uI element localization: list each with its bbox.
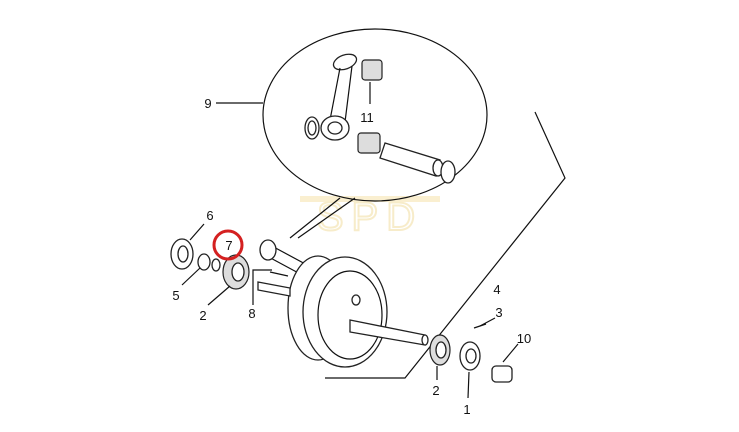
crankshaft-assembly	[257, 239, 429, 368]
callout-8: 8	[248, 306, 255, 321]
callout-4: 4	[493, 282, 500, 297]
callout-6: 6	[206, 208, 213, 223]
highlight-ring	[212, 229, 244, 261]
svg-text:SPD: SPD	[317, 195, 423, 239]
callout-10: 10	[517, 331, 531, 346]
assembly-bracket-line	[325, 111, 566, 379]
leader-lines	[181, 102, 519, 399]
callout-7[interactable]: 7	[225, 238, 232, 253]
bush-part	[491, 365, 513, 383]
callout-2-right: 2	[432, 383, 439, 398]
callout-5: 5	[172, 288, 179, 303]
callout-2-left: 2	[199, 308, 206, 323]
callout-1: 1	[463, 402, 470, 417]
watermark-logo: SPD	[300, 194, 440, 240]
callout-9: 9	[204, 96, 211, 111]
connecting-rod-detail-inset	[262, 28, 488, 239]
o-ring-part	[211, 258, 221, 272]
callout-3: 3	[495, 305, 502, 320]
callout-11: 11	[360, 110, 374, 125]
shim-part	[197, 253, 211, 271]
